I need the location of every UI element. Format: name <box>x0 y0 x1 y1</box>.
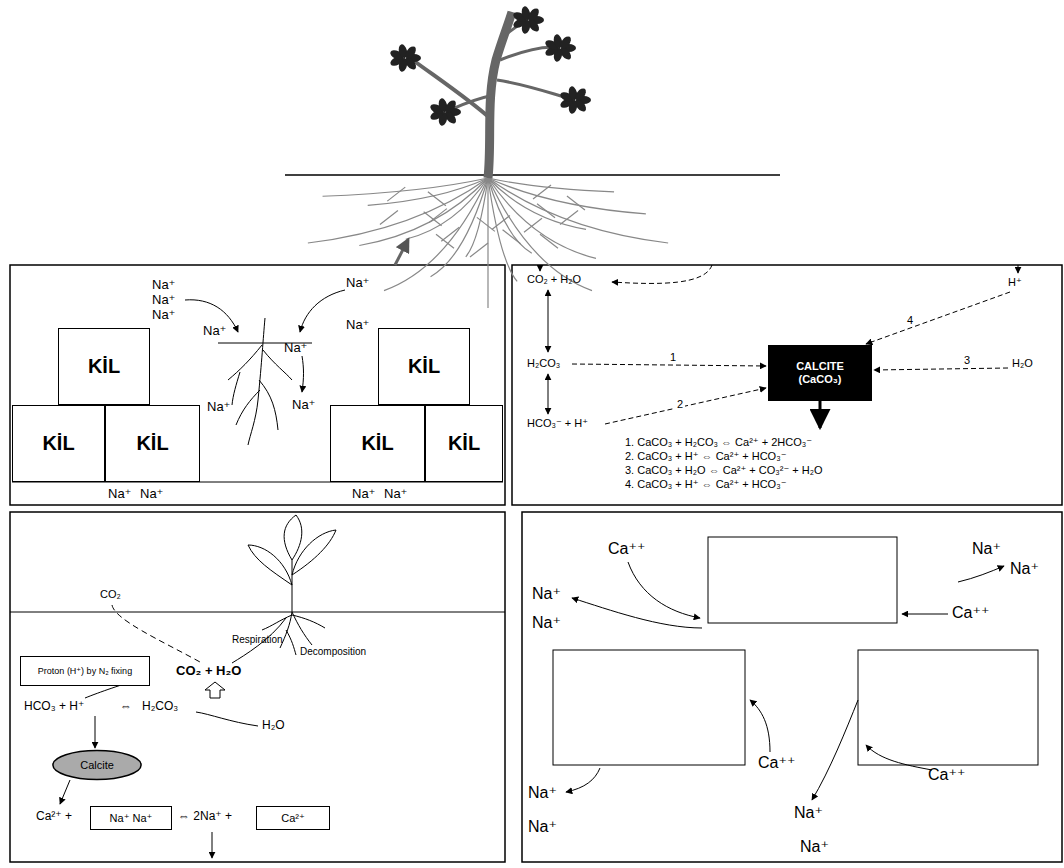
node-text: Na⁺ Na⁺ <box>110 812 153 825</box>
node-text: KİL <box>88 355 120 378</box>
exchange-boxes <box>553 537 1038 800</box>
clay-block: KİL <box>105 405 200 482</box>
label-text: Ca⁺⁺ <box>758 754 795 772</box>
clay-block: KİL <box>12 405 105 482</box>
ion-box: Na⁺ Na⁺ <box>90 806 172 830</box>
label-text: Na⁺ <box>972 540 1001 558</box>
callout-number: 3 <box>962 354 972 366</box>
label-text: Na⁺ <box>384 487 407 501</box>
node-text: KİL <box>408 355 440 378</box>
calcite-box: CALCITE (CaCO₃) <box>768 345 872 401</box>
clay-block: KİL <box>378 328 470 405</box>
ion-box: Ca²⁺ <box>256 806 330 830</box>
label-text: HCO₃ + H⁺ <box>24 700 84 713</box>
top-plant <box>285 5 780 308</box>
node-text: KİL <box>42 432 74 455</box>
node-text: Calcite <box>80 759 114 772</box>
label-text: H₂CO₃ <box>527 357 560 369</box>
label-text: Na⁺ <box>203 324 226 338</box>
reaction-arrows <box>540 265 1018 428</box>
label-text: Na⁺ <box>284 341 307 355</box>
label-text: Na⁺ <box>292 398 315 412</box>
label-text: ⇔ <box>120 700 132 713</box>
clay-block: KİL <box>330 405 425 482</box>
label-text: Na⁺ <box>152 293 175 307</box>
label-text: Ca⁺⁺ <box>928 766 965 784</box>
label-text: Na⁺ <box>207 400 230 414</box>
label-text: 4. CaCO₃ + H⁺ ⇔ Ca²⁺ + HCO₃⁻ <box>625 478 786 490</box>
label-text: Na⁺ <box>532 585 561 603</box>
node-text: CALCITE (CaCO₃) <box>785 360 855 385</box>
label-text: Na⁺ <box>152 278 175 292</box>
label-text: H₂O <box>262 719 285 732</box>
label-text: H₂CO₃ <box>142 700 178 713</box>
proton-box: Proton (H⁺) by N₂ fixing <box>20 656 150 686</box>
clay-block: KİL <box>425 405 503 482</box>
label-text: Na⁺ <box>794 804 823 822</box>
soil-plant <box>10 515 505 858</box>
label-text: Na⁺ <box>1010 560 1039 578</box>
panel-frames <box>10 265 1062 862</box>
label-text: CO₂ <box>100 588 121 600</box>
callout-number: 2 <box>675 398 685 410</box>
label-text: Na⁺ <box>528 818 557 836</box>
node-text: Ca²⁺ <box>281 812 305 825</box>
label-text: Na⁺ <box>352 487 375 501</box>
label-text: Na⁺ <box>346 318 369 332</box>
node-text: KİL <box>361 432 393 455</box>
soil-root <box>12 290 503 482</box>
label-text: H₂O <box>1012 357 1033 369</box>
node-text: KİL <box>136 432 168 455</box>
label-text: 3. CaCO₃ + H₂O ⇔ Ca²⁺ + CO₃²⁻ + H₂O <box>625 464 823 476</box>
label-text: 2. CaCO₃ + H⁺ ⇔ Ca²⁺ + HCO₃⁻ <box>625 450 786 462</box>
label-text: Na⁺ <box>532 614 561 632</box>
label-text: H⁺ <box>1008 276 1022 288</box>
label-text: Ca⁺⁺ <box>952 604 989 622</box>
node-text: KİL <box>448 432 480 455</box>
label-text: Ca²⁺ + <box>36 810 72 823</box>
node-text: Proton (H⁺) by N₂ fixing <box>38 666 132 676</box>
label-text: Na⁺ <box>140 487 163 501</box>
label-text: Ca⁺⁺ <box>608 540 645 558</box>
label-text: 1. CaCO₃ + H₂CO₃ ⇔ Ca²⁺ + 2HCO₃⁻ <box>625 436 812 448</box>
label-text: Na⁺ <box>346 276 369 290</box>
label-text: Na⁺ <box>108 487 131 501</box>
label-text: Na⁺ <box>152 308 175 322</box>
calcite-ellipse: Calcite <box>52 750 142 780</box>
callout-number: 4 <box>905 314 915 326</box>
label-text: Respiration <box>232 634 283 645</box>
label-text: Na⁺ <box>528 784 557 802</box>
label-text: CO₂ + H₂O <box>527 273 581 285</box>
label-text: ⇔ 2Na⁺ + <box>178 810 232 823</box>
label-text: Na⁺ <box>800 838 829 856</box>
label-text: CO₂ + H₂O <box>176 664 241 678</box>
label-text: Decomposition <box>300 646 366 657</box>
label-text: HCO₃⁻ + H⁺ <box>527 417 588 429</box>
callout-number: 1 <box>668 351 678 363</box>
clay-block: KİL <box>58 328 150 405</box>
